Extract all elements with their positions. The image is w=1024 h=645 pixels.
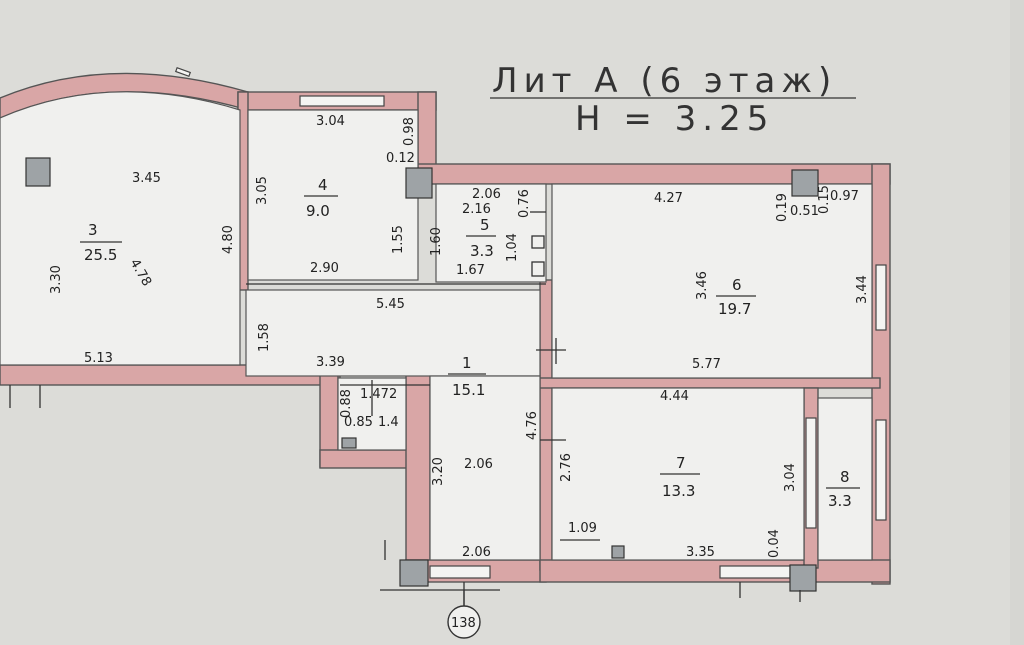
dimension-label: 4.76 bbox=[525, 411, 540, 440]
room-5-number: 5 bbox=[480, 216, 490, 234]
section-marker: 138 bbox=[447, 582, 481, 639]
dimension-label: 2.06 bbox=[462, 545, 491, 560]
dimension-label: 5.77 bbox=[692, 357, 721, 372]
dimension-label: 4.80 bbox=[221, 225, 236, 254]
dimension-label: 3.45 bbox=[132, 171, 161, 186]
dimension-label: 1.472 bbox=[360, 387, 397, 402]
dimension-label: 3.04 bbox=[783, 463, 798, 492]
dimension-label: 0.12 bbox=[386, 151, 415, 166]
dimension-label: 1.04 bbox=[505, 233, 520, 262]
dimension-label: 2.76 bbox=[559, 453, 574, 482]
dimension-label: 1.60 bbox=[429, 227, 444, 256]
dimension-label: 2.90 bbox=[310, 261, 339, 276]
room-4-area: 9.0 bbox=[306, 202, 330, 220]
room-3-area: 25.5 bbox=[84, 246, 117, 264]
dimension-label: 0.85 bbox=[344, 415, 373, 430]
dimension-label: 0.98 bbox=[402, 117, 417, 146]
room-labels: 1 15.1 3 25.5 4 9.0 5 3.3 6 19.7 7 13.3 … bbox=[80, 176, 860, 510]
shafts bbox=[25, 157, 819, 592]
walls bbox=[0, 72, 891, 585]
dimension-label: 0.04 bbox=[767, 529, 782, 558]
dimension-label: 3.30 bbox=[49, 265, 64, 294]
dimension-label: 1.58 bbox=[257, 323, 272, 352]
room-5-area: 3.3 bbox=[470, 242, 494, 260]
room-6-area: 19.7 bbox=[718, 300, 751, 318]
rooms bbox=[0, 91, 873, 561]
dimension-label: 2.16 bbox=[462, 202, 491, 217]
dimension-label: 0.97 bbox=[830, 189, 859, 204]
bath-area: 1.4 bbox=[378, 415, 399, 430]
room-7-area: 13.3 bbox=[662, 482, 695, 500]
dimension-label: 0.15 bbox=[817, 185, 832, 214]
dimension-label: 0.51 bbox=[790, 204, 819, 219]
room-1-area: 15.1 bbox=[452, 381, 485, 399]
room-8-area: 3.3 bbox=[828, 492, 852, 510]
dimension-label: 3.44 bbox=[855, 275, 870, 304]
room-6-number: 6 bbox=[732, 276, 742, 294]
room-3-number: 3 bbox=[88, 221, 98, 239]
dimension-label: 3.46 bbox=[695, 271, 710, 300]
dimension-label: 3.04 bbox=[316, 114, 345, 129]
header-height: Н = 3.25 bbox=[575, 99, 774, 139]
dimension-label: 3.05 bbox=[255, 176, 270, 205]
plan-header: Лит А (6 этаж) Н = 3.25 bbox=[490, 61, 856, 139]
header-title: Лит А (6 этаж) bbox=[492, 61, 837, 101]
windows bbox=[174, 66, 887, 579]
room-1-number: 1 bbox=[462, 354, 472, 372]
marker-number: 138 bbox=[451, 616, 476, 631]
dimension-label: 1.67 bbox=[456, 263, 485, 278]
dimension-label: 4.27 bbox=[654, 191, 683, 206]
dimension-label: 5.13 bbox=[84, 351, 113, 366]
dimension-label: 2.06 bbox=[472, 187, 501, 202]
dimension-label: 0.19 bbox=[775, 193, 790, 222]
dimension-label: 3.35 bbox=[686, 545, 715, 560]
dimension-label: 2.06 bbox=[464, 457, 493, 472]
dimension-label: 5.45 bbox=[376, 297, 405, 312]
dimension-label: 3.20 bbox=[431, 457, 446, 486]
room-4-number: 4 bbox=[318, 176, 328, 194]
dimension-label: 0.88 bbox=[339, 389, 354, 418]
room-8-number: 8 bbox=[840, 468, 850, 486]
room-7-number: 7 bbox=[676, 454, 686, 472]
dimension-label: 4.44 bbox=[660, 389, 689, 404]
dimension-label: 3.39 bbox=[316, 355, 345, 370]
dimension-labels: 3.04 0.98 0.12 3.45 3.05 4.80 3.30 4.78 … bbox=[49, 114, 870, 560]
dimension-label: 0.76 bbox=[517, 189, 532, 218]
dimension-label: 1.09 bbox=[568, 521, 597, 536]
dimension-label: 1.55 bbox=[391, 225, 406, 254]
